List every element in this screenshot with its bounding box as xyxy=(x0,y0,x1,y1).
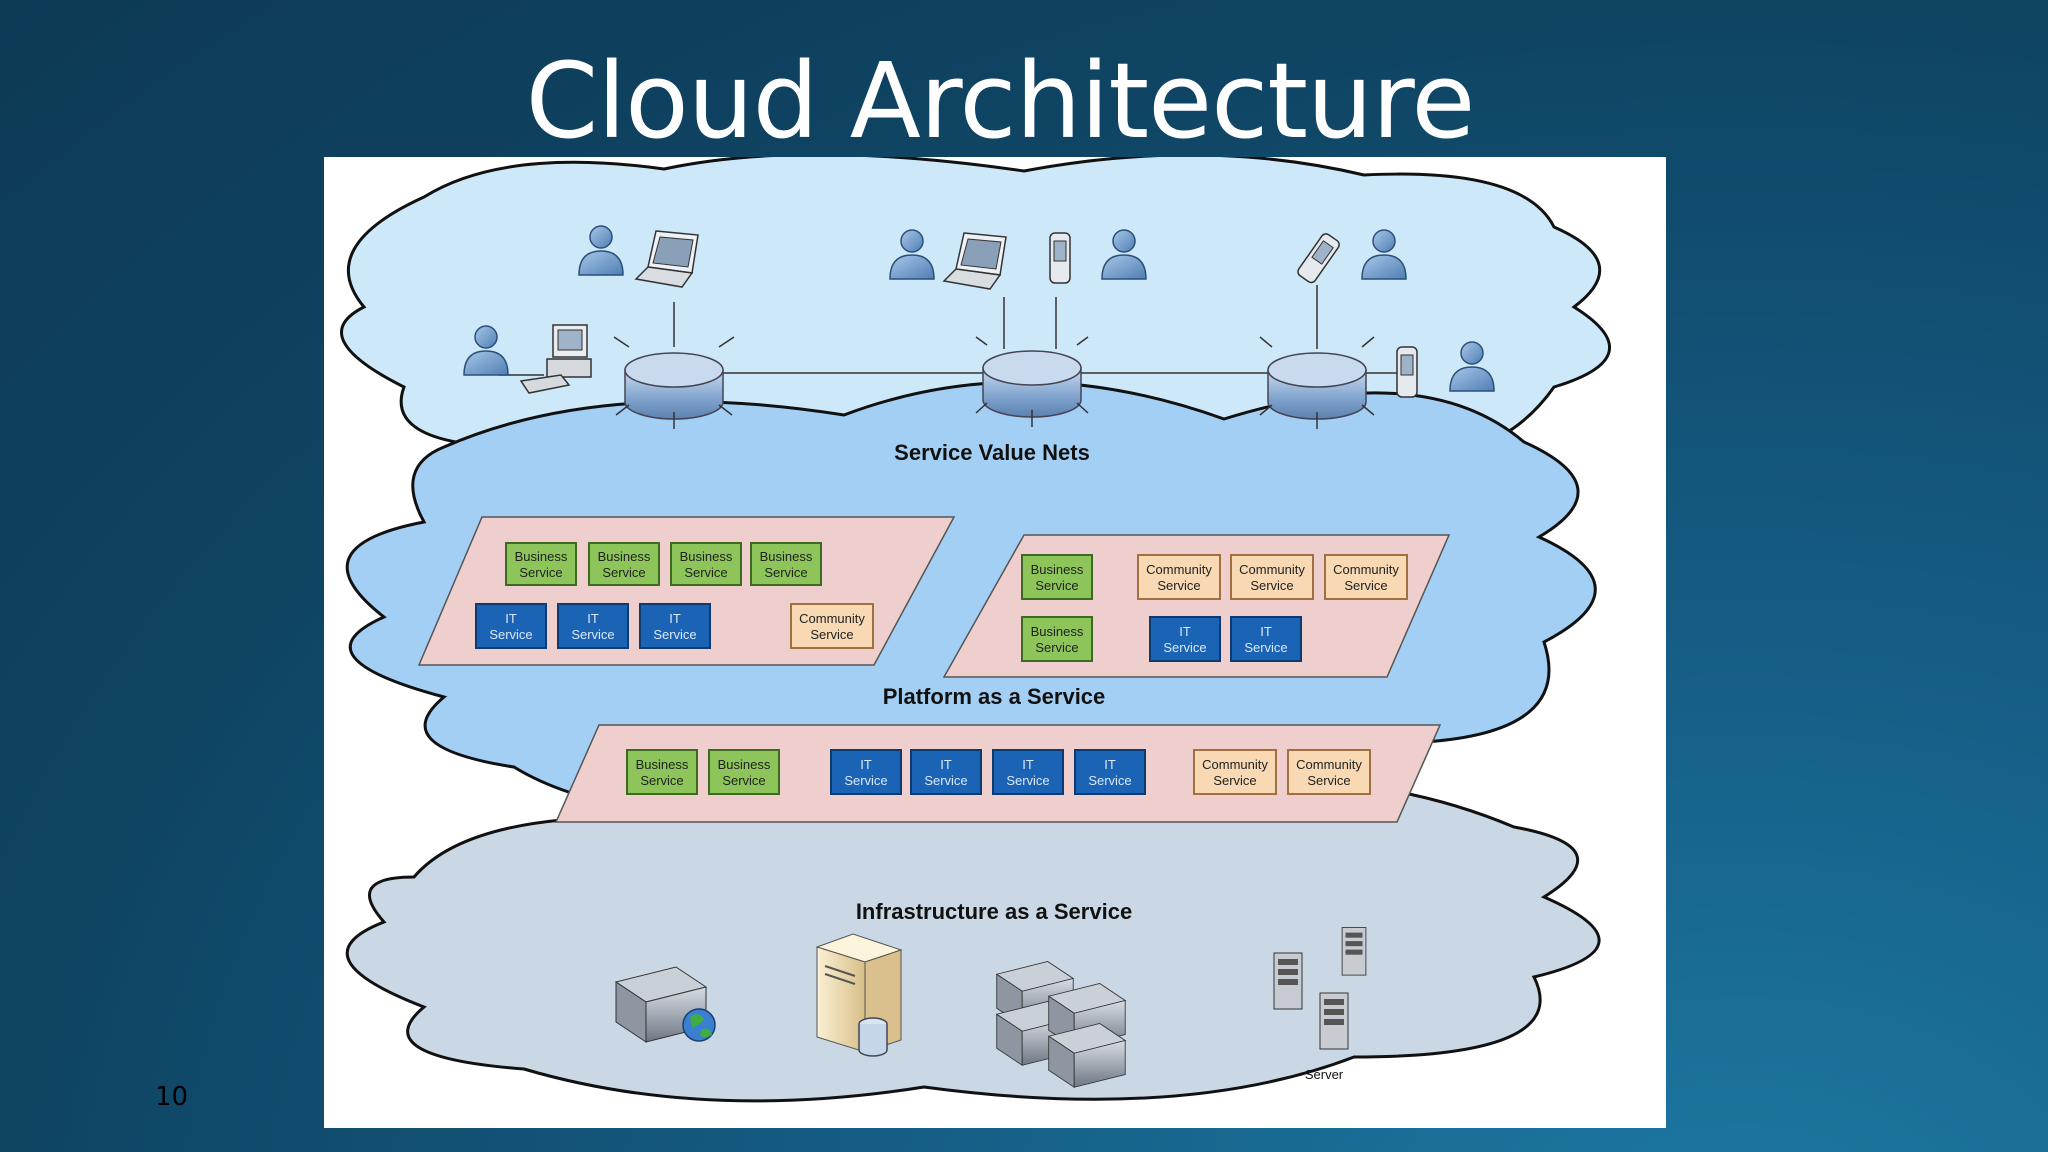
service-box-label: IT xyxy=(1179,624,1191,639)
slide-title: Cloud Architecture xyxy=(525,40,1476,162)
service-box-label: Business xyxy=(1031,562,1084,577)
service-box-label: Service xyxy=(519,565,562,580)
service-box-label: Community xyxy=(1333,562,1399,577)
service-box-label: IT xyxy=(587,611,599,626)
service-box-label: Service xyxy=(1035,640,1078,655)
network-hub-3 xyxy=(1267,352,1367,420)
service-box-label: Service xyxy=(1250,578,1293,593)
service-box-label: Service xyxy=(844,773,887,788)
service-box-label: Community xyxy=(1296,757,1362,772)
service-box-label: Service xyxy=(653,627,696,642)
service-box-label: Business xyxy=(598,549,651,564)
service-box-label: IT xyxy=(860,757,872,772)
service-box-label: Service xyxy=(571,627,614,642)
server-label: Server xyxy=(1305,1067,1344,1082)
service-box-label: IT xyxy=(1022,757,1034,772)
network-hub-2 xyxy=(982,350,1082,418)
service-box-label: IT xyxy=(1260,624,1272,639)
service-box-label: Service xyxy=(1244,640,1287,655)
service-box-label: Business xyxy=(636,757,689,772)
service-box-label: Service xyxy=(924,773,967,788)
service-box-label: Service xyxy=(602,565,645,580)
service-box-label: Business xyxy=(760,549,813,564)
service-box-label: IT xyxy=(669,611,681,626)
service-box-label: Service xyxy=(810,627,853,642)
paas-cloud xyxy=(345,380,1597,818)
service-box-label: IT xyxy=(940,757,952,772)
service-box-label: Service xyxy=(1213,773,1256,788)
service-box-label: Service xyxy=(722,773,765,788)
iaas-label: Infrastructure as a Service xyxy=(856,899,1132,924)
slide-number: 10 xyxy=(155,1082,189,1112)
service-box-label: Community xyxy=(1239,562,1305,577)
svn-label: Service Value Nets xyxy=(894,440,1090,465)
service-box-label: Service xyxy=(1307,773,1350,788)
service-box-label: IT xyxy=(1104,757,1116,772)
service-box-label: IT xyxy=(505,611,517,626)
phone-icon xyxy=(1049,232,1071,284)
service-box-label: Community xyxy=(799,611,865,626)
phone-icon xyxy=(1396,346,1418,398)
service-box-label: Service xyxy=(684,565,727,580)
service-box-label: Service xyxy=(1088,773,1131,788)
paas-label: Platform as a Service xyxy=(883,684,1106,709)
service-box-label: Service xyxy=(1035,578,1078,593)
service-box-label: Service xyxy=(764,565,807,580)
service-box-label: Business xyxy=(680,549,733,564)
service-box-label: Service xyxy=(1163,640,1206,655)
service-box-label: Service xyxy=(1157,578,1200,593)
service-box-label: Service xyxy=(1006,773,1049,788)
service-box-label: Community xyxy=(1202,757,1268,772)
service-box-label: Business xyxy=(718,757,771,772)
service-box-label: Business xyxy=(515,549,568,564)
service-box-label: Service xyxy=(640,773,683,788)
database-server-icon xyxy=(815,933,903,1057)
service-box-label: Service xyxy=(1344,578,1387,593)
web-server-icon xyxy=(615,966,716,1043)
network-hub-1 xyxy=(624,352,724,420)
service-box-label: Service xyxy=(489,627,532,642)
desktop-computer-icon xyxy=(519,324,592,394)
service-box-label: Community xyxy=(1146,562,1212,577)
service-box-label: Business xyxy=(1031,624,1084,639)
iaas-cloud xyxy=(345,779,1601,1103)
